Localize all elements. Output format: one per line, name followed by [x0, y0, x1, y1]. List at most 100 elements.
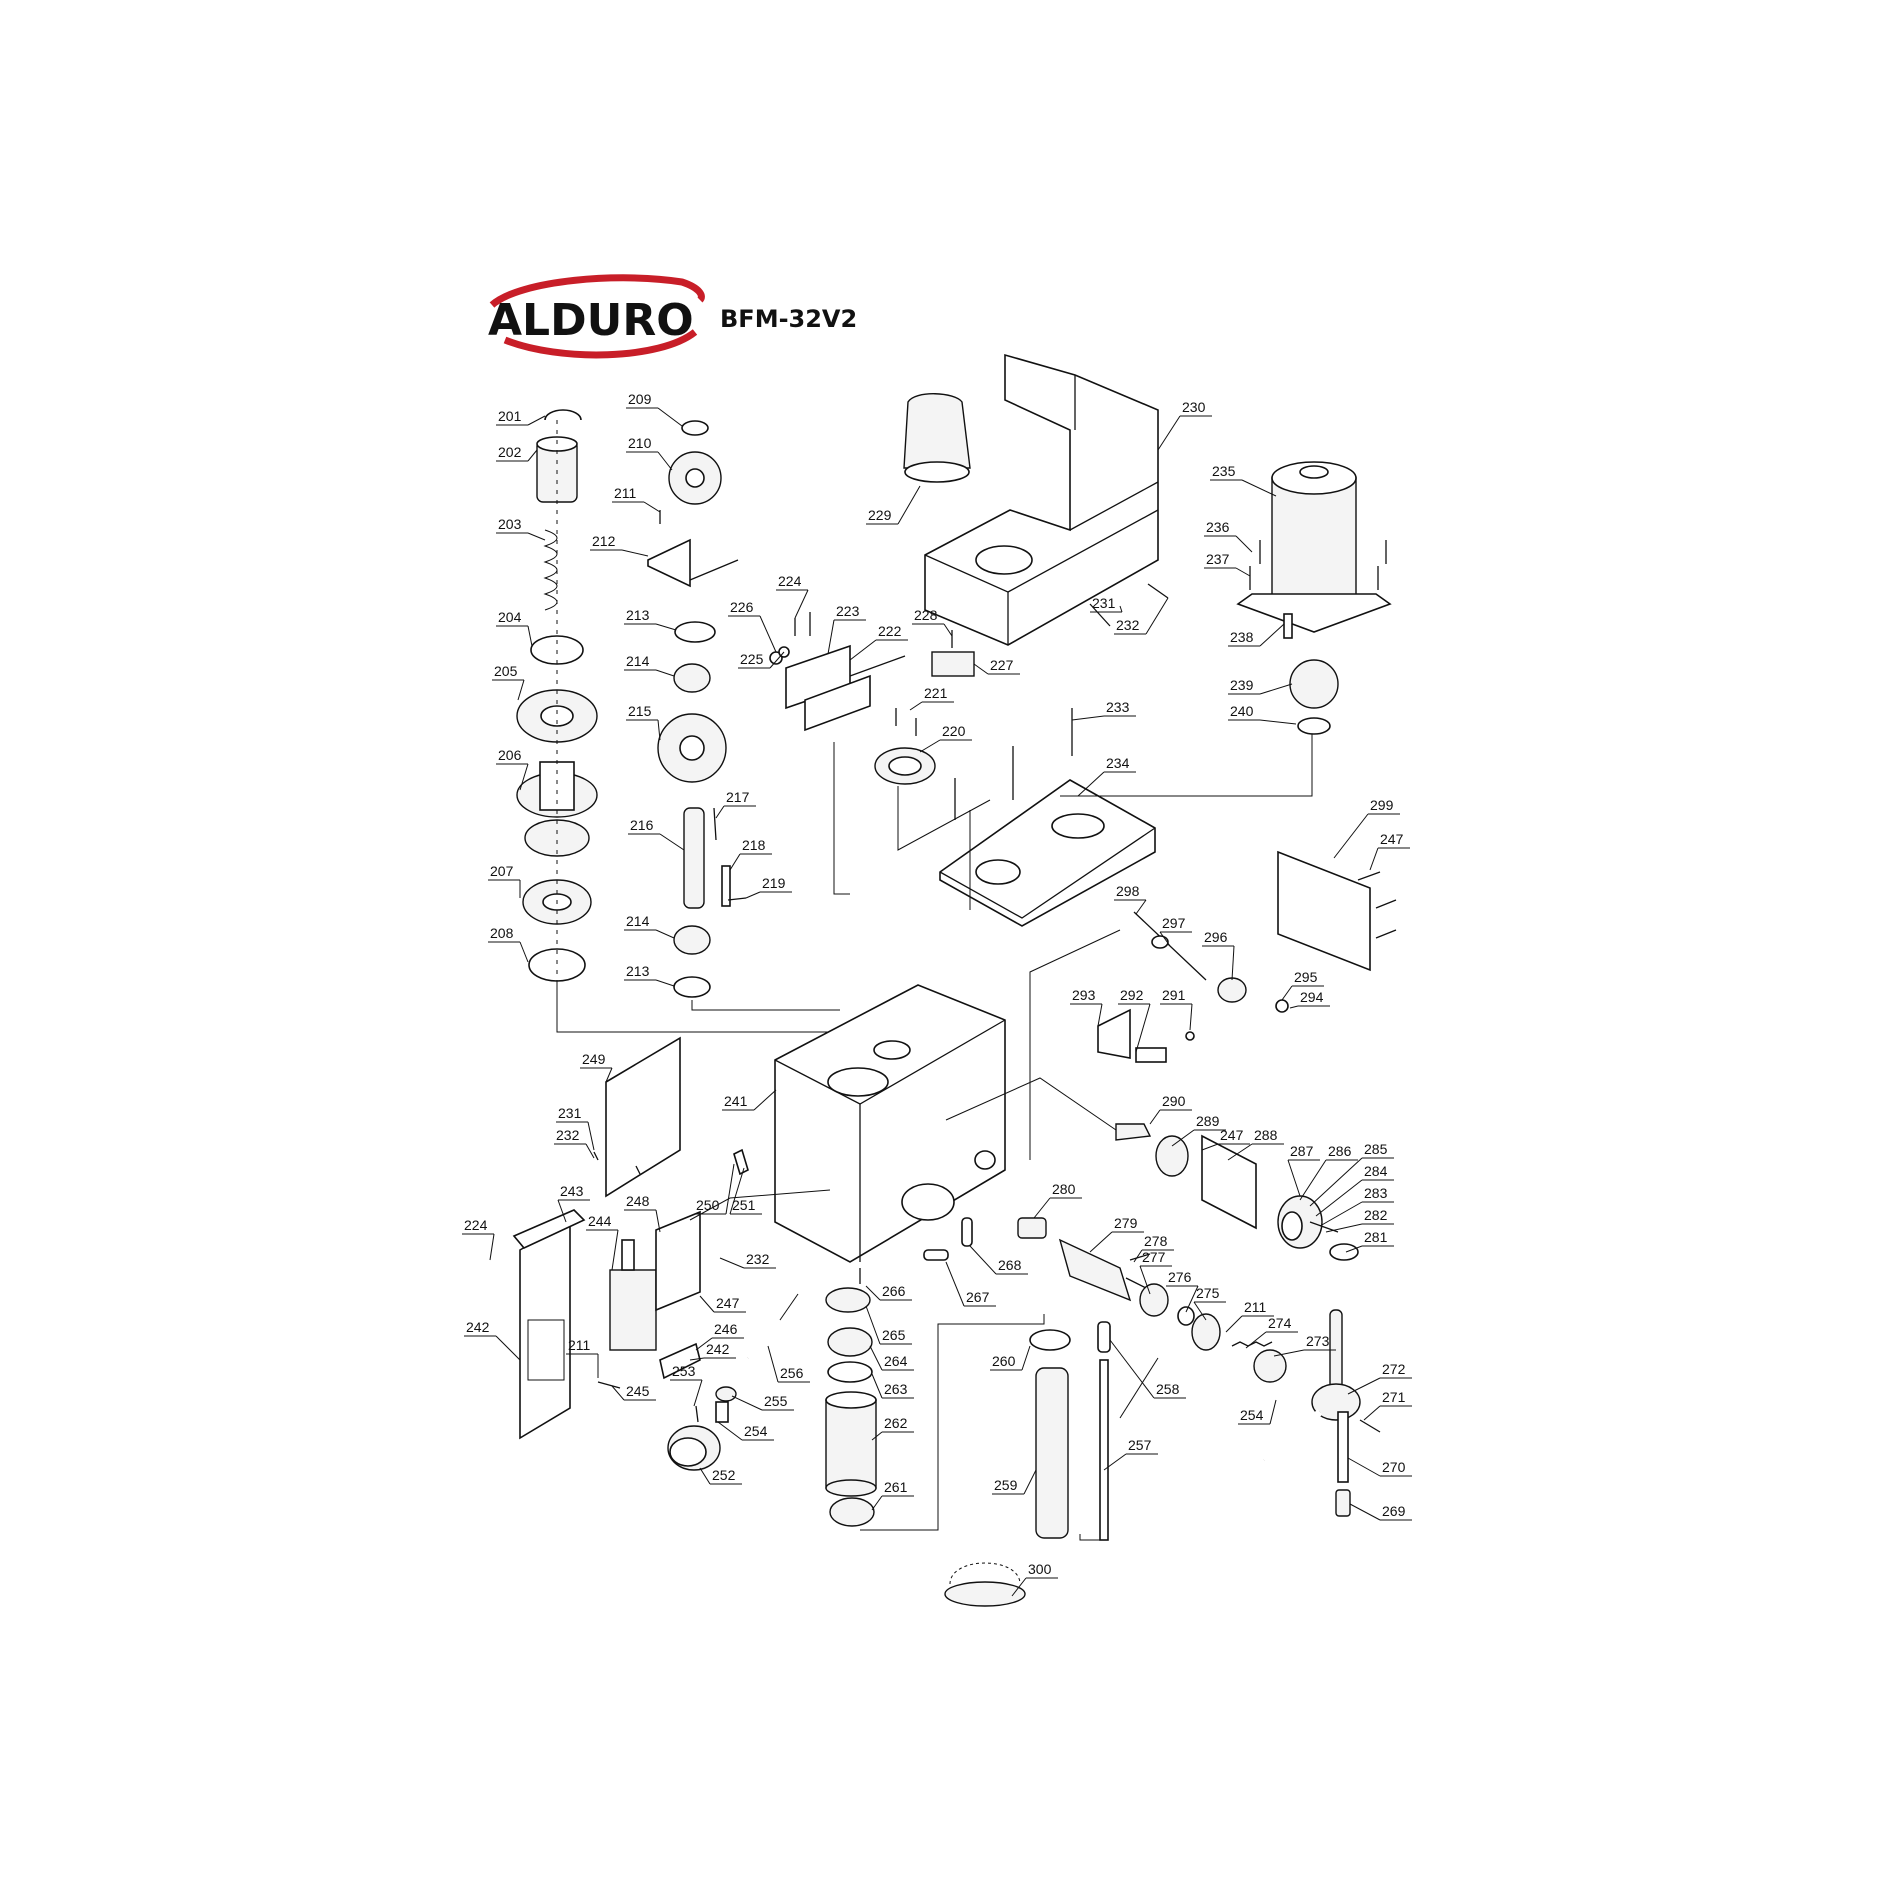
callout-leader [1021, 1345, 1031, 1371]
callout-label-247: 247 [716, 1295, 740, 1311]
callout-leader [655, 669, 675, 677]
callout-203: 203 [496, 516, 546, 541]
callout-label-214: 214 [626, 653, 650, 669]
callout-leader [1259, 719, 1297, 725]
callout-leader [1023, 1469, 1037, 1495]
callout-280: 280 [1033, 1181, 1082, 1219]
callout-label-281: 281 [1364, 1229, 1388, 1245]
callout-label-235: 235 [1212, 463, 1236, 479]
callout-leader [1171, 1129, 1195, 1147]
callout-231: 231 [1090, 595, 1123, 613]
callout-leader [659, 833, 685, 851]
head-body-group [774, 810, 1121, 1263]
part-239-shape [1289, 659, 1339, 709]
callout-leader [865, 1285, 881, 1301]
callout-leader [794, 589, 809, 619]
callout-leader [527, 532, 546, 541]
callout-label-211: 211 [1244, 1299, 1267, 1315]
callout-leader [1349, 1503, 1381, 1521]
callout-leader [919, 739, 941, 753]
callout-leader [1309, 1157, 1363, 1207]
callout-246: 246 [695, 1321, 744, 1351]
callout-leader [865, 1305, 881, 1345]
callout-labels: 2012022032042052062072082092102112122132… [462, 391, 1412, 1597]
callout-label-215: 215 [628, 703, 652, 719]
callout-269: 269 [1349, 1503, 1412, 1521]
callout-leader [719, 1257, 745, 1269]
callout-276: 276 [1166, 1269, 1199, 1313]
callout-label-269: 269 [1382, 1503, 1406, 1519]
callout-label-224: 224 [464, 1217, 488, 1233]
part-250-shape [733, 1148, 749, 1176]
callout-287: 287 [1287, 1143, 1320, 1197]
callout-leader [1097, 1003, 1103, 1027]
callout-label-241: 241 [724, 1093, 748, 1109]
callout-288: 288 [1227, 1127, 1284, 1161]
callout-202: 202 [496, 444, 538, 462]
brand-logo: ALDURO [488, 274, 705, 359]
part-254-shape [715, 1401, 729, 1423]
callout-leader [1319, 1201, 1363, 1227]
callout-214: 214 [624, 653, 675, 677]
callout-296: 296 [1202, 929, 1235, 981]
callout-leader [827, 619, 835, 655]
callout-label-271: 271 [1382, 1389, 1406, 1405]
part-228-shape [931, 651, 975, 677]
callout-leader [1071, 715, 1105, 721]
callout-207: 207 [488, 863, 521, 898]
callout-label-230: 230 [1182, 399, 1206, 415]
callout-leader [1259, 683, 1293, 695]
logo-swoosh-bottom [503, 329, 698, 359]
callout-291: 291 [1160, 987, 1193, 1031]
callout-leader [731, 1395, 763, 1411]
callout-286: 286 [1299, 1143, 1358, 1201]
callout-label-268: 268 [998, 1257, 1022, 1273]
callout-247: 247 [1201, 1127, 1250, 1151]
callout-leader [1227, 1143, 1253, 1161]
callout-241: 241 [722, 1089, 777, 1111]
callout-232: 232 [1114, 597, 1169, 635]
callout-254: 254 [717, 1421, 774, 1441]
callout-leader [717, 1421, 743, 1441]
callout-label-247: 247 [1380, 831, 1404, 847]
callout-213: 213 [624, 607, 677, 631]
callout-223: 223 [827, 603, 866, 655]
quill-group [825, 1217, 1111, 1541]
callout-label-266: 266 [882, 1283, 906, 1299]
callout-label-220: 220 [942, 723, 966, 739]
callout-label-211: 211 [614, 485, 637, 501]
callout-leader [725, 1163, 735, 1215]
callout-label-259: 259 [994, 1477, 1018, 1493]
callout-leader [729, 853, 741, 871]
part-216-shape [683, 807, 705, 909]
callout-leader [1103, 1453, 1127, 1471]
callout-208: 208 [488, 925, 529, 963]
callout-label-248: 248 [626, 1193, 650, 1209]
callout-leader [897, 485, 921, 525]
part-263-shape [827, 1361, 873, 1383]
callout-271: 271 [1363, 1389, 1412, 1421]
callout-295: 295 [1281, 969, 1324, 1001]
callout-225: 225 [738, 651, 785, 669]
callout-label-267: 267 [966, 1289, 990, 1305]
callout-label-254: 254 [744, 1423, 768, 1439]
callout-label-233: 233 [1106, 699, 1130, 715]
callout-label-285: 285 [1364, 1141, 1388, 1157]
part-231-shape [1089, 603, 1111, 627]
callout-leader [1231, 945, 1235, 981]
callout-label-209: 209 [628, 391, 652, 407]
callout-label-273: 273 [1306, 1333, 1330, 1349]
callout-leader [655, 623, 677, 631]
part-253-shape [695, 1405, 699, 1423]
callout-label-296: 296 [1204, 929, 1228, 945]
callout-209: 209 [626, 391, 683, 427]
callout-leader [1033, 1197, 1051, 1219]
callout-leader [1369, 847, 1379, 871]
callout-label-278: 278 [1144, 1233, 1168, 1249]
callout-293: 293 [1070, 987, 1103, 1027]
part-275-shape [1191, 1313, 1221, 1351]
callout-230: 230 [1157, 399, 1212, 451]
callout-leader [1245, 1331, 1267, 1349]
callout-label-208: 208 [490, 925, 514, 941]
callout-leader [657, 451, 673, 471]
